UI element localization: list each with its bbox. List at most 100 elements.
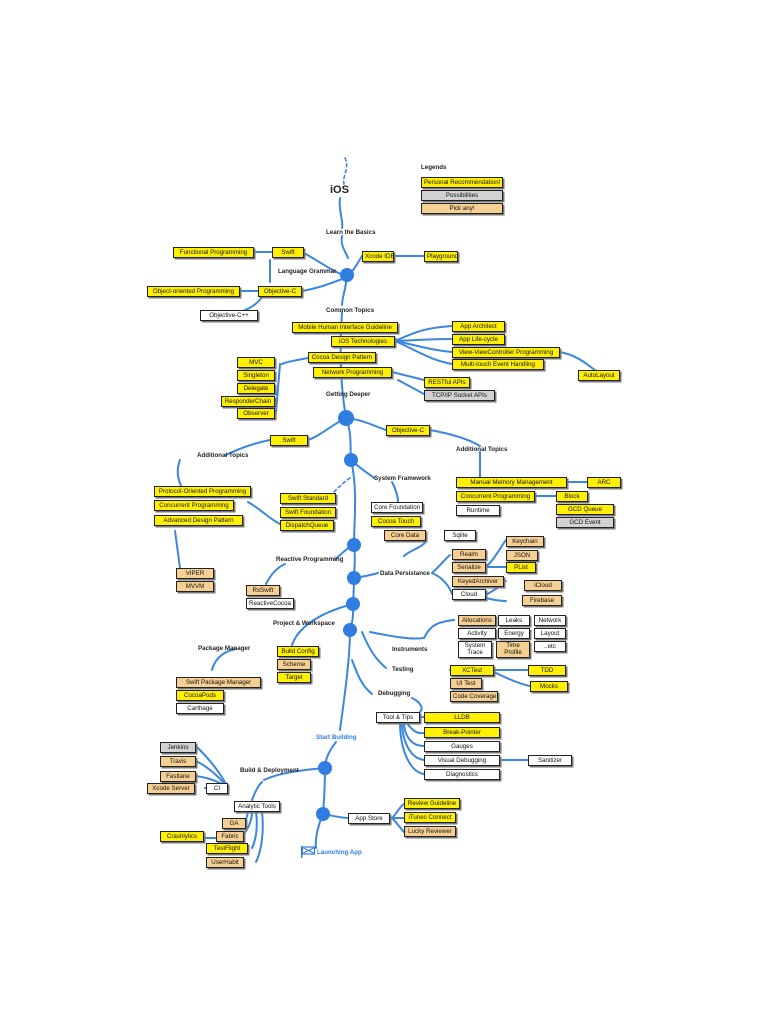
node-objective-cpp[interactable]: Objective-C++ [200, 310, 258, 321]
node-carthage[interactable]: Carthage [176, 703, 224, 714]
node-ci[interactable]: CI [206, 783, 228, 794]
node-sqlite[interactable]: Sqlite [444, 530, 476, 541]
node-hig[interactable]: Mobile Human Interface Guideline [292, 322, 398, 333]
node-icloud[interactable]: iCloud [524, 580, 562, 591]
node-viper[interactable]: VIPER [176, 568, 214, 579]
node-responder-chain[interactable]: ResponderChain [221, 396, 275, 407]
node-objective-c-deeper[interactable]: Objective-C [386, 425, 430, 436]
node-json[interactable]: JSON [506, 550, 538, 561]
node-keychain[interactable]: Keychain [506, 536, 544, 547]
node-break-pointer[interactable]: Break-Pointer [424, 727, 500, 738]
node-target[interactable]: Target [277, 672, 311, 683]
node-plist[interactable]: PList [506, 562, 536, 573]
node-leaks[interactable]: Leaks [498, 615, 530, 626]
node-cloud[interactable]: Cloud [452, 589, 486, 600]
node-review-guideline[interactable]: Review Guideline [404, 798, 460, 809]
node-protocol-oriented[interactable]: Protocol-Oriented Programming [154, 486, 251, 497]
node-gauges[interactable]: Gauges [424, 741, 500, 752]
node-objective-c-basic[interactable]: Objective-C [258, 286, 302, 297]
node-diagnostics[interactable]: Diagnostics [424, 769, 500, 780]
legend-pick-any: Pick any! [421, 203, 503, 214]
node-functional-programming[interactable]: Functional Programming [173, 247, 254, 258]
node-swift-basic[interactable]: Swift [272, 247, 304, 258]
node-app-lifecycle[interactable]: App Life-cycle [452, 334, 505, 345]
section-project-workspace: Project & Workspace [273, 620, 335, 627]
node-core-foundation[interactable]: Core Foundation [371, 502, 423, 513]
node-oop[interactable]: Object-oriented Programming [147, 286, 240, 297]
node-crashlytics[interactable]: Crashlytics [160, 831, 204, 842]
node-ios-tech[interactable]: iOS Technologies [331, 336, 395, 347]
node-concurrent-right[interactable]: Concurrent Programming [456, 491, 535, 502]
node-restful[interactable]: RESTful APIs [424, 377, 470, 388]
node-jenkins[interactable]: Jenkins [160, 742, 196, 753]
node-delegate[interactable]: Delegate [237, 383, 275, 394]
node-lldb[interactable]: LLDB [424, 712, 500, 723]
node-playground[interactable]: Playground [424, 251, 458, 262]
node-ga[interactable]: GA [222, 818, 246, 829]
node-swift-foundation[interactable]: Swift Foundation [280, 507, 336, 518]
node-testflight[interactable]: TestFlight [206, 843, 248, 854]
node-etc[interactable]: ..etc [534, 641, 566, 652]
node-app-store[interactable]: App Store [348, 813, 390, 824]
node-userhabit[interactable]: UserHabit [206, 857, 244, 868]
node-swift-deeper[interactable]: Swift [270, 435, 308, 446]
node-energy[interactable]: Energy [498, 628, 530, 639]
section-additional-topics-right: Additional Topics [456, 446, 508, 453]
node-allocations[interactable]: Allocations [458, 615, 496, 626]
node-layout[interactable]: Layout [534, 628, 566, 639]
node-mvvm[interactable]: MVVM [176, 581, 214, 592]
node-reactive-cocoa[interactable]: ReactiveCocoa [246, 598, 294, 609]
node-tool-tips[interactable]: Tool & Tips [376, 712, 420, 723]
node-system-trace[interactable]: System Trace [458, 641, 492, 658]
node-network[interactable]: Network [534, 615, 566, 626]
node-view-controller[interactable]: View-ViewController Programming [452, 347, 560, 358]
node-ui-test[interactable]: UI Test [450, 678, 482, 689]
node-time-profile[interactable]: Time Profile [496, 641, 530, 658]
node-arc[interactable]: ARC [587, 477, 621, 488]
node-mvc[interactable]: MVC [237, 357, 275, 368]
node-xcode-server[interactable]: Xcode Server [147, 783, 195, 794]
node-app-architect[interactable]: App Architect [452, 321, 505, 332]
node-xctest[interactable]: XCTest [450, 665, 494, 676]
node-advanced-design[interactable]: Advanced Design Pattern [154, 515, 243, 526]
node-tcpip[interactable]: TCP/IP Socket APIs [424, 390, 495, 401]
node-cocoa-touch[interactable]: Cocoa Touch [371, 516, 421, 527]
node-cocoa-design[interactable]: Cocoa Design Pattern [308, 352, 376, 363]
node-visual-debugging[interactable]: Visual Debugging [424, 755, 500, 766]
node-rxswift[interactable]: RxSwift [246, 585, 280, 596]
node-code-coverage[interactable]: Code Coverage [450, 691, 498, 702]
node-spm[interactable]: Swift Package Manager [176, 677, 261, 688]
node-firebase[interactable]: Firebase [522, 595, 562, 606]
node-dispatch-queue[interactable]: DispatchQueue [280, 520, 334, 531]
node-runtime[interactable]: Runtime [456, 505, 500, 516]
node-fastlane[interactable]: Fastlane [160, 771, 196, 782]
node-build-config[interactable]: Build Config [277, 646, 319, 657]
node-activity[interactable]: Activity [458, 628, 496, 639]
node-itunes-connect[interactable]: iTunes Connect [404, 812, 456, 823]
node-mocks[interactable]: Mocks [530, 681, 568, 692]
node-gcd-queue[interactable]: GCD Queue [556, 504, 614, 515]
node-singleton[interactable]: Singleton [237, 370, 275, 381]
node-autolayout[interactable]: AutoLayout [578, 370, 620, 381]
node-sanitizer[interactable]: Sanitizer [528, 755, 572, 766]
node-core-data[interactable]: Core Data [384, 530, 426, 541]
node-block[interactable]: Block [556, 491, 588, 502]
node-cocoapods[interactable]: CocoaPods [176, 690, 224, 701]
node-tdd[interactable]: TDD [528, 665, 566, 676]
node-xcode-ide[interactable]: Xcode IDE [362, 251, 394, 262]
node-lucky-reviewer[interactable]: Lucky Reviewer [404, 826, 456, 837]
node-scheme[interactable]: Scheme [277, 659, 311, 670]
node-observer[interactable]: Observer [237, 408, 275, 419]
node-concurrent-left[interactable]: Concurrent Programming [154, 500, 234, 511]
node-swift-standard[interactable]: Swift Standard [280, 493, 336, 504]
node-travis[interactable]: Travis [160, 756, 196, 767]
node-multitouch[interactable]: Multi-touch Event Handling [452, 359, 544, 370]
node-realm[interactable]: Realm [452, 549, 486, 560]
node-analytic-tools[interactable]: Analytic Tools [234, 801, 280, 812]
node-gcd-event[interactable]: GCD Event [556, 517, 614, 528]
node-network-programming[interactable]: Network Programming [313, 367, 392, 378]
node-keyed-archiver[interactable]: KeyedArchiver [452, 576, 504, 587]
node-manual-memory[interactable]: Manual Memory Management [456, 477, 567, 488]
node-serialize[interactable]: Serialize [452, 562, 486, 573]
node-fabric[interactable]: Fabric [216, 831, 244, 842]
